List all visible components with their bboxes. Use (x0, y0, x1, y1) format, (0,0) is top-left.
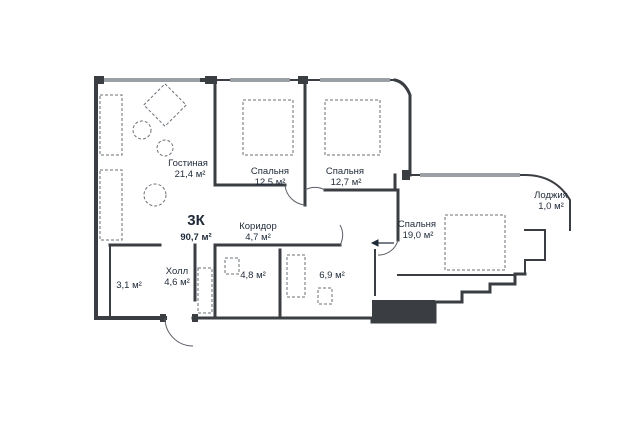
bath2-area: 6,9 м² (319, 270, 345, 281)
loggia-name: Лоджия (534, 190, 568, 201)
corridor-name: Коридор (239, 221, 277, 232)
door-entrance (164, 317, 194, 347)
toilet2 (317, 287, 333, 305)
door-corridor (339, 224, 344, 246)
bedroom2-name: Спальня (326, 166, 364, 177)
plant (156, 139, 174, 157)
window-bedroom1 (230, 78, 290, 82)
door-bedroom1 (284, 184, 306, 206)
bed2 (324, 99, 381, 156)
toilet1 (224, 257, 240, 275)
bedroom3-name: Спальня (398, 219, 436, 230)
wall-blocks (94, 76, 435, 322)
outer-wall-bottom-mid (191, 272, 527, 324)
window-bedroom2 (320, 78, 390, 82)
window-living (100, 78, 200, 82)
coffee-table (132, 120, 152, 140)
bedroom1-area: 12,5 м² (255, 177, 286, 188)
corridor-area: 4,7 м² (245, 232, 271, 243)
bathtub (286, 254, 306, 298)
window-bedroom3 (420, 173, 520, 177)
door-bedroom2 (304, 186, 326, 191)
living-area: 21,4 м² (175, 169, 206, 180)
doors (164, 184, 399, 347)
door-bedroom3 (377, 239, 399, 256)
bedroom3-area: 19,0 м² (403, 230, 434, 241)
bed3 (444, 214, 506, 271)
hall-name: Холл (166, 266, 188, 277)
bedroom1-name: Спальня (251, 166, 289, 177)
kitchen-counter (99, 169, 123, 241)
walls (94, 78, 571, 324)
loggia-area: 1,0 м² (538, 201, 564, 212)
total-area: 90,7 м² (180, 232, 211, 243)
bed1 (242, 99, 294, 156)
dining-table (143, 183, 167, 207)
arrow-icon (370, 239, 394, 247)
armchair (143, 83, 187, 127)
sofa (99, 94, 123, 156)
bath1-area: 4,8 м² (240, 270, 266, 281)
loggia-right (524, 229, 546, 275)
outer-wall-loggia (404, 174, 571, 231)
bedroom2-area: 12,7 м² (331, 177, 362, 188)
windows (100, 78, 520, 177)
outer-wall-right-corner (393, 78, 412, 177)
living-name: Гостиная (168, 158, 208, 169)
furniture (99, 83, 506, 314)
plan-type-label: 3К (187, 212, 205, 229)
hall-area: 4,6 м² (164, 277, 190, 288)
wall-bedroom2-bottom (323, 173, 397, 192)
wardrobe (197, 267, 213, 314)
storage-area: 3,1 м² (116, 280, 142, 291)
